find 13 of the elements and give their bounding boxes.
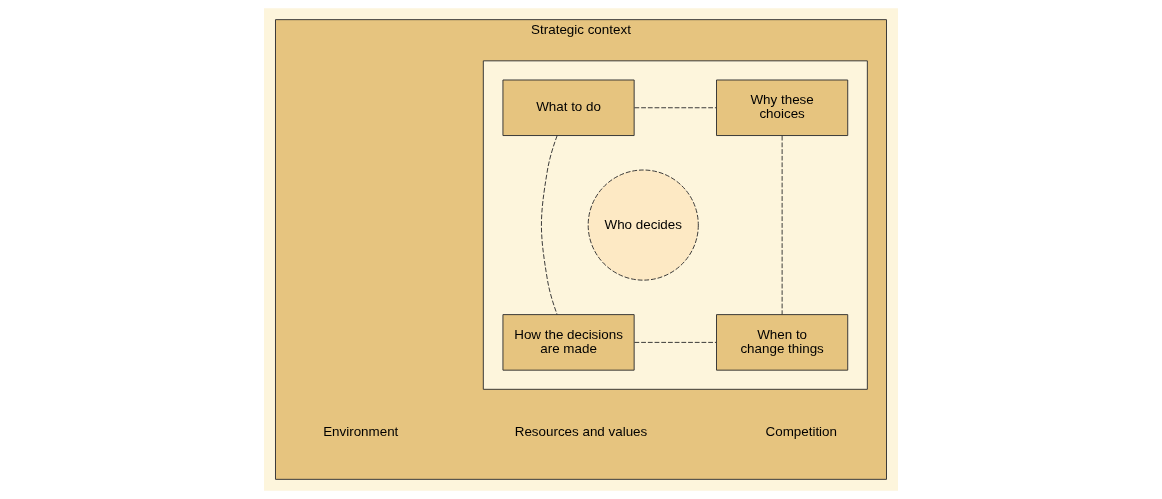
label: Competition <box>765 423 837 439</box>
node-box: What to do <box>502 79 635 136</box>
connector <box>781 135 783 315</box>
node-circle: Who decides <box>587 169 699 281</box>
node-box: How the decisions are made <box>502 314 635 371</box>
connector <box>634 341 717 343</box>
node-box: When to change things <box>716 314 849 371</box>
cluster <box>482 60 868 390</box>
node-box: Why these choices <box>716 79 849 136</box>
connector <box>634 107 717 109</box>
connector <box>540 135 558 315</box>
label: Environment <box>323 423 399 439</box>
label: Resources and values <box>514 423 648 439</box>
